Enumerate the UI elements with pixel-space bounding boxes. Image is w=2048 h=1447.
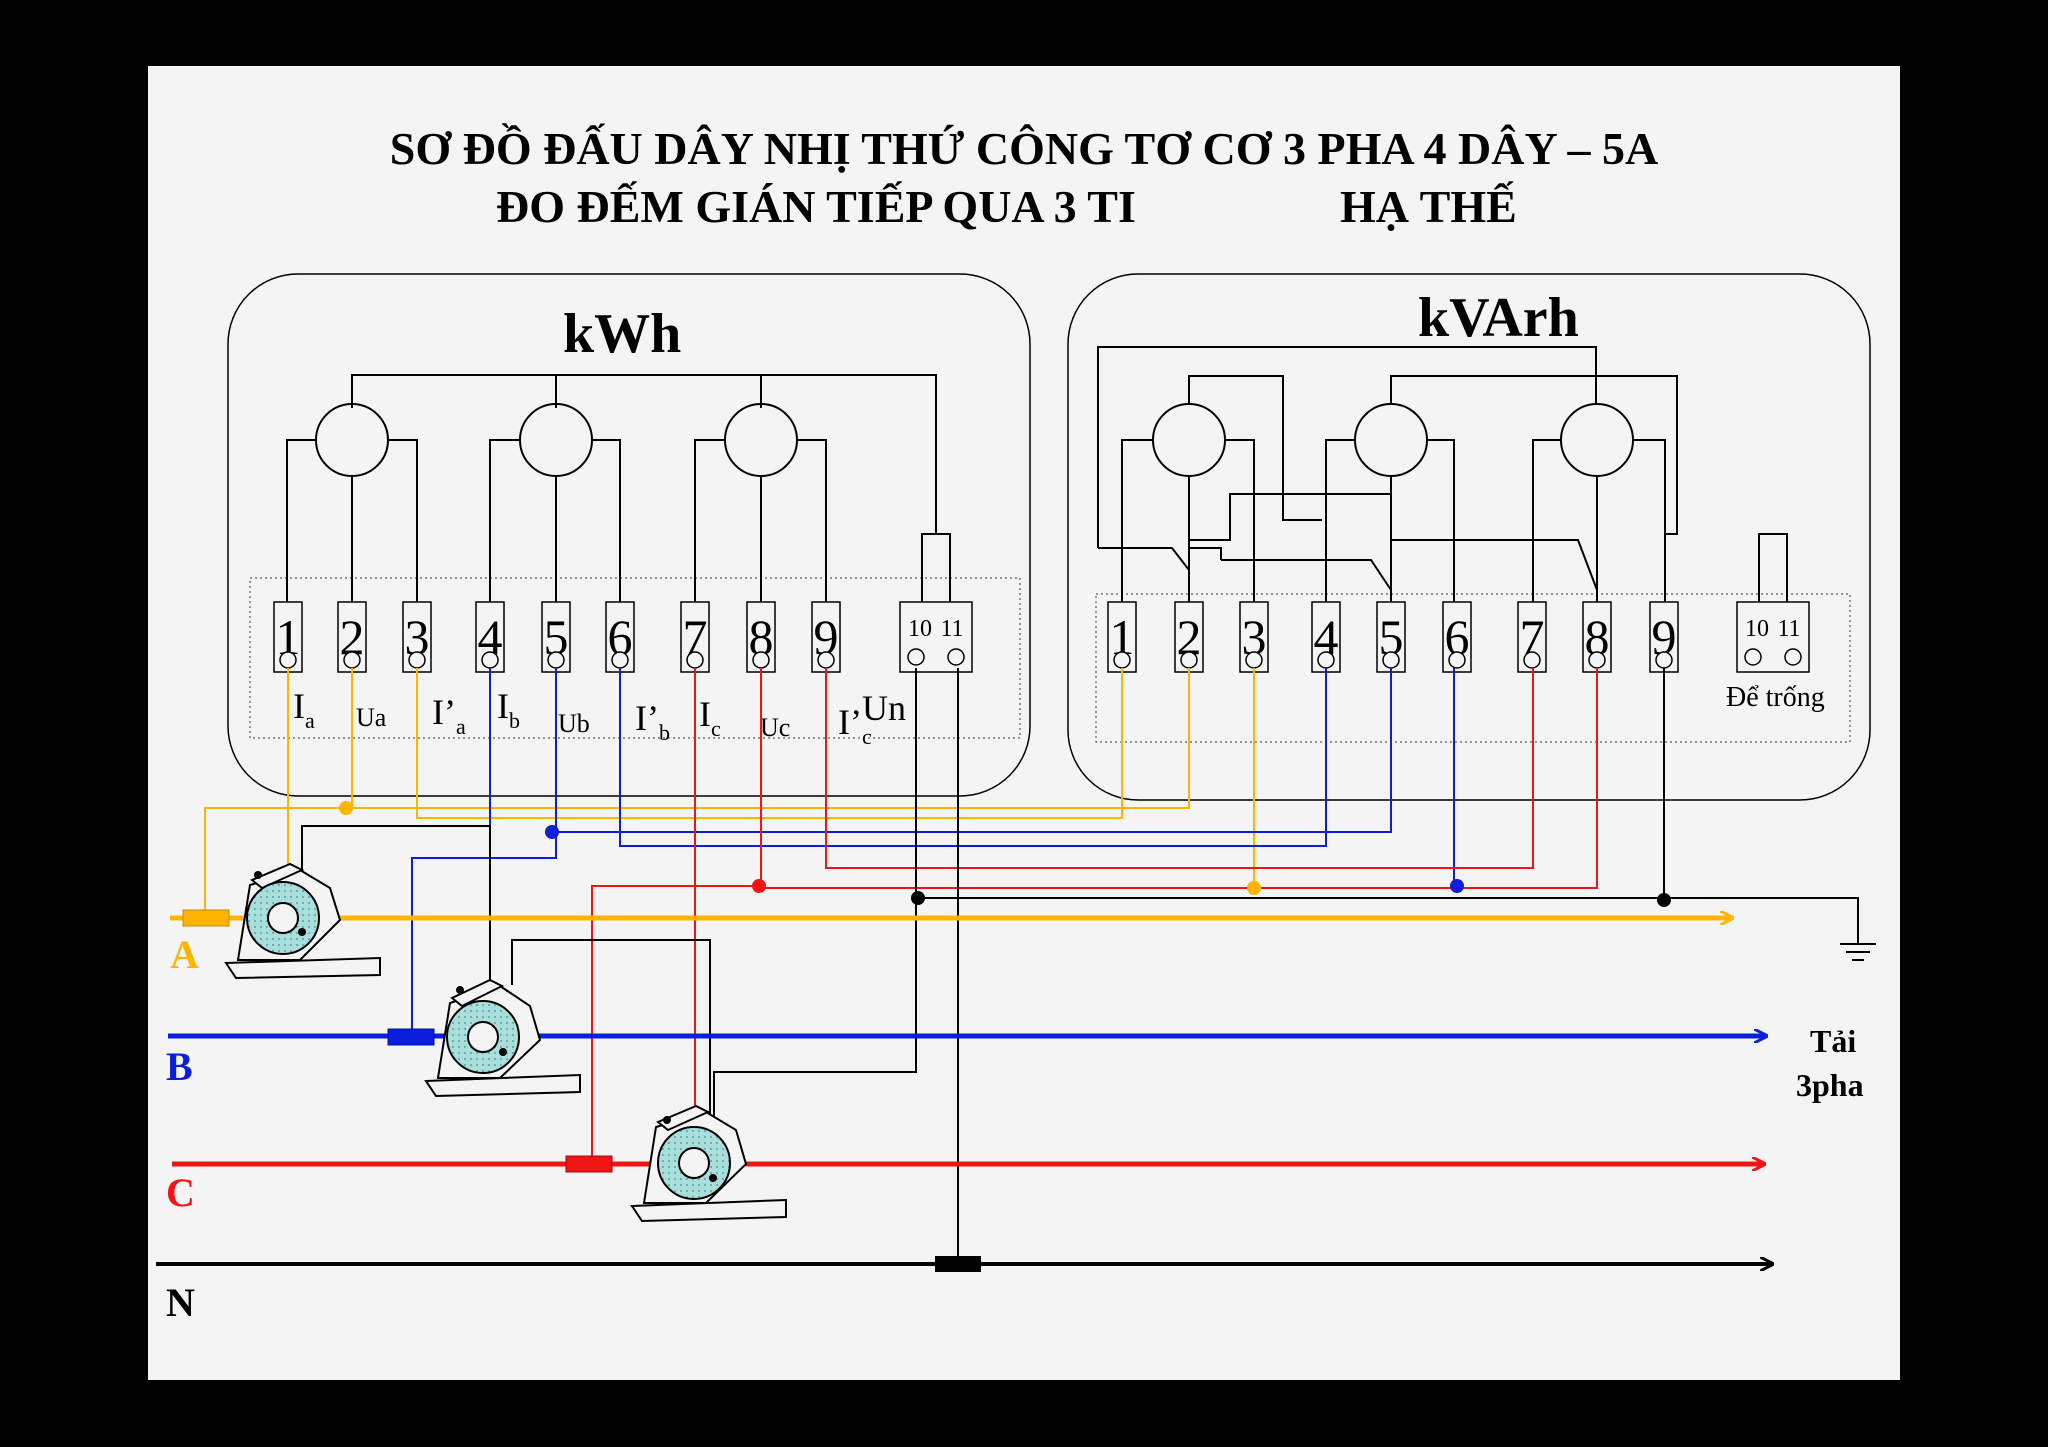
svg-text:10: 10 bbox=[908, 616, 932, 642]
kvarh-terminal-1: 1 bbox=[1107, 601, 1137, 673]
kwh-signal-labels: Ia Ua I’a Ib Ub I’b Ic Uc I’c Un bbox=[293, 686, 906, 749]
ground-icon bbox=[1840, 940, 1876, 961]
title-line-2-right: HẠ THẾ bbox=[1340, 180, 1517, 232]
fuse-n bbox=[935, 1256, 981, 1272]
load-label-line1: Tải bbox=[1810, 1023, 1856, 1059]
signal-un: Un bbox=[862, 688, 906, 728]
kwh-terminal-3: 3 bbox=[402, 601, 432, 673]
phase-b-label: B bbox=[166, 1044, 193, 1089]
kvarh-terminal-5: 5 bbox=[1376, 601, 1406, 673]
signal-ia: Ia bbox=[293, 686, 315, 733]
kwh-terminal-1: 1 bbox=[273, 601, 303, 673]
kwh-terminal-block bbox=[249, 577, 1021, 739]
phase-c-label: C bbox=[166, 1170, 195, 1215]
ct-c bbox=[630, 1104, 787, 1223]
signal-ib: Ib bbox=[497, 686, 520, 733]
kwh-terminals: 1 2 3 4 5 6 7 8 9 10 11 bbox=[273, 601, 973, 673]
svg-text:11: 11 bbox=[940, 616, 963, 642]
svg-text:10: 10 bbox=[1745, 616, 1769, 642]
kvarh-terminal-3: 3 bbox=[1239, 601, 1269, 673]
fuse-c bbox=[565, 1155, 613, 1173]
kvarh-aux-note: Để trống bbox=[1726, 682, 1825, 713]
ct-a bbox=[224, 862, 381, 980]
kwh-terminal-6: 6 bbox=[605, 601, 635, 673]
phase-a-label: A bbox=[170, 932, 199, 977]
kvarh-meter-label: kVArh bbox=[1418, 287, 1579, 349]
svg-text:11: 11 bbox=[1777, 616, 1800, 642]
signal-ua: Ua bbox=[356, 703, 387, 732]
signal-uc: Uc bbox=[760, 713, 790, 742]
junction-dots bbox=[339, 801, 1671, 907]
ct-b bbox=[424, 978, 581, 1098]
signal-ic-out: I’c bbox=[838, 702, 872, 749]
title-line-1: SƠ ĐỒ ĐẤU DÂY NHỊ THỨ CÔNG TƠ CƠ 3 PHA 4… bbox=[390, 122, 1658, 174]
neutral-label: N bbox=[166, 1280, 195, 1325]
signal-ic: Ic bbox=[699, 694, 721, 741]
kwh-terminal-4: 4 bbox=[475, 601, 505, 673]
kvarh-terminal-7: 7 bbox=[1517, 601, 1547, 673]
kvarh-terminal-block bbox=[1095, 593, 1851, 743]
kvarh-terminal-9: 9 bbox=[1649, 601, 1679, 673]
signal-ub: Ub bbox=[558, 709, 590, 738]
kvarh-meter: kVArh bbox=[1067, 273, 1871, 801]
kwh-terminal-2: 2 bbox=[337, 601, 367, 673]
kwh-terminal-9: 9 bbox=[811, 601, 841, 673]
kwh-meter-label: kWh bbox=[563, 303, 681, 365]
signal-ia-out: I’a bbox=[432, 692, 466, 739]
kwh-terminal-7: 7 bbox=[680, 601, 710, 673]
kvarh-terminal-2: 2 bbox=[1174, 601, 1204, 673]
signal-ib-out: I’b bbox=[635, 698, 670, 745]
title-line-2-left: ĐO ĐẾM GIÁN TIẾP QUA 3 TI bbox=[496, 180, 1136, 232]
kvarh-terminal-8: 8 bbox=[1582, 601, 1612, 673]
kwh-terminal-8: 8 bbox=[746, 601, 776, 673]
load-label-line2: 3pha bbox=[1796, 1067, 1864, 1103]
fuse-a bbox=[182, 909, 230, 927]
kvarh-terminal-4: 4 bbox=[1311, 601, 1341, 673]
kwh-meter: kWh 1 2 3 bbox=[227, 273, 1031, 797]
kwh-terminal-10-11: 10 11 bbox=[899, 601, 973, 673]
kwh-terminal-5: 5 bbox=[541, 601, 571, 673]
main-lines bbox=[156, 909, 1772, 1272]
slide-background bbox=[148, 66, 1900, 1380]
kvarh-terminal-6: 6 bbox=[1442, 601, 1472, 673]
kwh-meter-housing bbox=[227, 273, 1031, 797]
kvarh-meter-housing bbox=[1067, 273, 1871, 801]
fuse-b bbox=[387, 1028, 435, 1046]
kvarh-terminal-10-11: 10 11 bbox=[1736, 601, 1810, 673]
